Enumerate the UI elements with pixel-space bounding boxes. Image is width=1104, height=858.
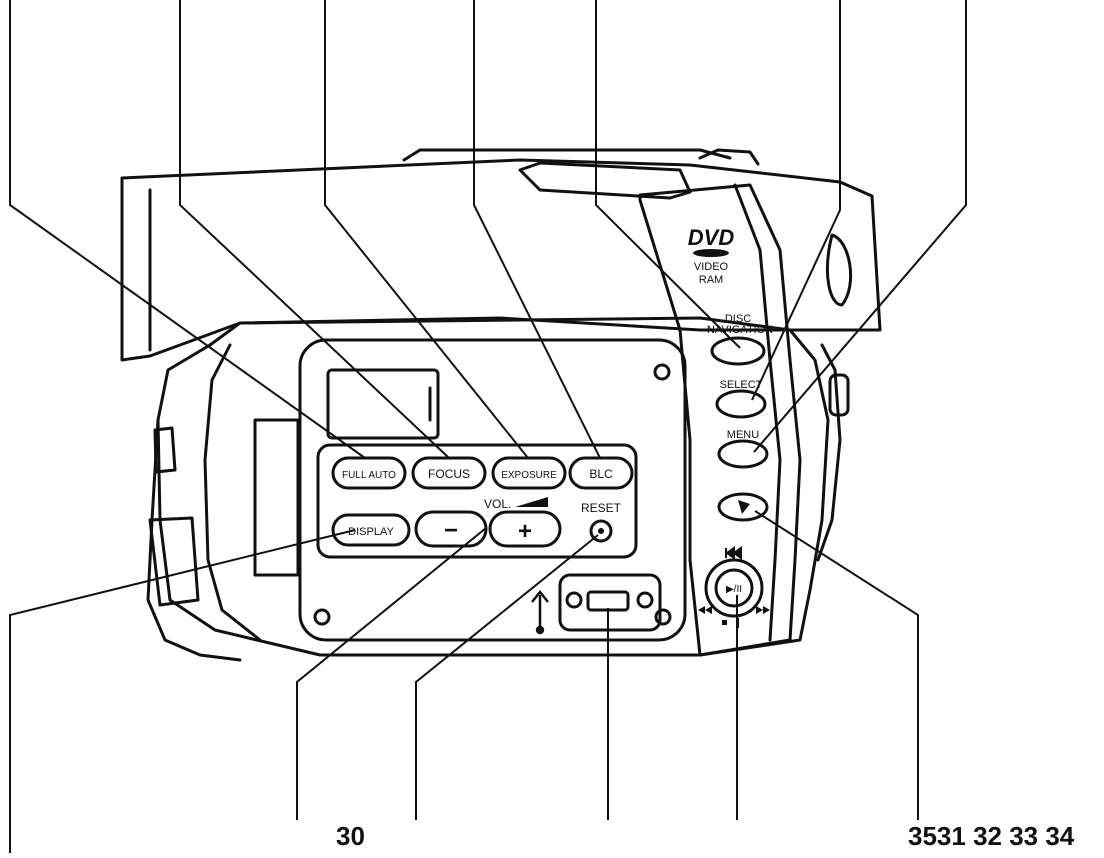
body-side-strap [146,418,242,662]
reset-button-dot [598,528,604,534]
vol-plus-label: + [518,518,532,545]
select-button[interactable] [715,389,767,419]
hinge-strip-edge [733,183,782,642]
usb-port-frame [558,573,662,632]
callout-line-reset [415,534,599,820]
callout-line-record [754,510,919,820]
transport-icons [698,546,770,628]
skip-back-icon [725,546,742,560]
vol-minus-label: − [444,517,458,544]
lens-ring [825,233,853,307]
disc-nav-label-1: DISC [725,313,751,325]
full-auto-button[interactable] [331,456,407,490]
rewind-icon [698,606,712,614]
display-label: DISPLAY [348,526,394,538]
usb-screw-right [636,591,654,609]
vol-plus-button[interactable] [488,510,562,548]
play-pause-label: ▶/II [726,584,742,595]
left-strap-lug [153,426,177,474]
menu-label: MENU [727,429,759,441]
select-label: SELECT [720,379,763,391]
reset-label: RESET [581,501,622,515]
focus-label: FOCUS [428,467,470,481]
callout-line-display [9,529,356,853]
callout-line-exposure [324,0,529,459]
usb-screw-left [565,591,583,609]
left-strap-lower [148,516,200,607]
usb-port [586,590,630,612]
viewfinder-bump [518,161,692,200]
blc-label: BLC [589,467,613,481]
callout-line-menu [753,0,967,453]
disc-nav-label-2: NAVIGATION [707,324,773,336]
callout-line-disc-nav [595,0,741,349]
disc-navigation-button[interactable] [710,336,766,366]
panel-screw-bottom-right [654,608,672,626]
panel-window [326,368,440,440]
menu-button[interactable] [717,439,769,469]
exposure-button[interactable] [491,456,567,490]
top-ridge [402,148,732,162]
dvd-logo-disc-icon [693,249,729,257]
dvd-logo-line1: VIDEO [694,261,729,273]
exposure-label: EXPOSURE [501,470,557,481]
usb-icon [531,589,549,635]
stop-icon [722,620,727,625]
control-panel [298,338,687,642]
callout-numbers-31-34: 3531 32 33 34 [908,821,1075,851]
dvd-logo-brand: DVD [688,225,735,250]
panel-screw-bottom-left [313,608,331,626]
callout-line-focus [179,0,450,459]
callout-line-full-auto [9,0,366,459]
body-inner-curve [203,343,262,642]
callout-number-30: 30 [336,821,365,851]
dvd-logo-line2: RAM [699,274,723,286]
hinge-strip [638,183,802,657]
top-clip [698,148,760,166]
blc-button[interactable] [568,456,634,490]
play-pause-button-inner [714,568,754,608]
right-side-button [828,373,850,417]
callout-line-vol [296,527,487,820]
callout-line-blc [473,0,601,459]
full-auto-label: FULL AUTO [342,470,396,481]
panel-screw-top [653,363,671,381]
control-panel-inner [316,443,638,559]
fast-forward-icon [756,606,770,614]
record-icon [738,500,750,514]
display-button[interactable] [331,513,411,547]
callout-line-select [751,0,841,401]
vol-label: VOL. [484,497,511,511]
side-door [253,418,300,577]
vol-wedge-icon [515,497,548,507]
